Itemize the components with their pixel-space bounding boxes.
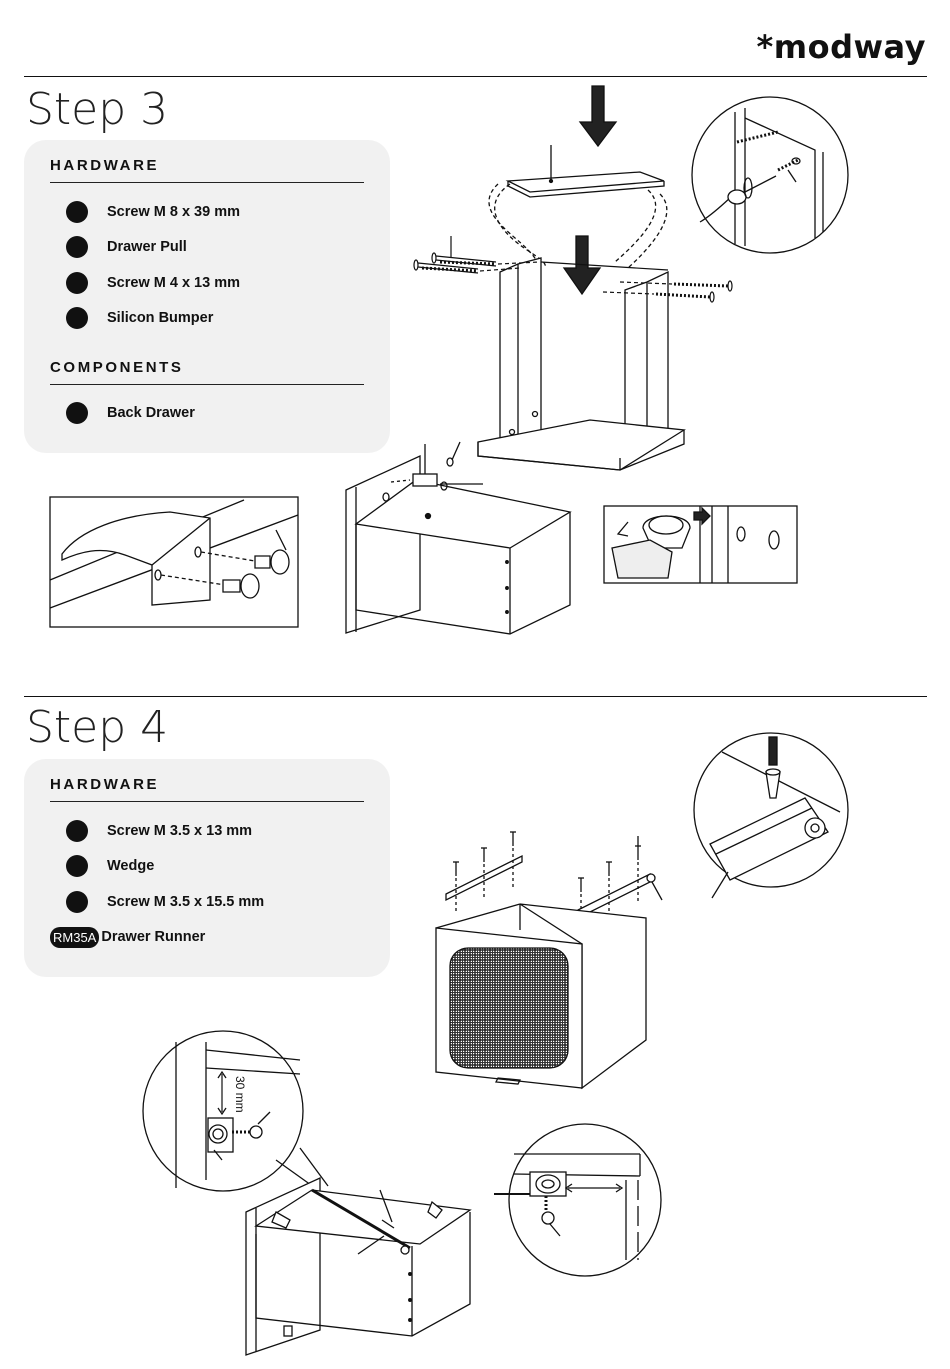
step4-bumper-zoom	[494, 1124, 661, 1276]
step3-pull-detail	[50, 497, 298, 627]
step3-screw-zoom	[692, 97, 848, 253]
step3-bumper-detail	[604, 506, 797, 583]
step4-drawer-install	[246, 1178, 470, 1355]
step3-drawer-back	[346, 442, 570, 634]
step3-carcass-drawing	[414, 86, 732, 470]
step4-wedge-zoom: 30 mm	[143, 1031, 328, 1191]
measurement-label: 30 mm	[233, 1076, 247, 1113]
step4-runner-drawing	[436, 832, 662, 1088]
step4-runner-zoom	[694, 733, 848, 898]
